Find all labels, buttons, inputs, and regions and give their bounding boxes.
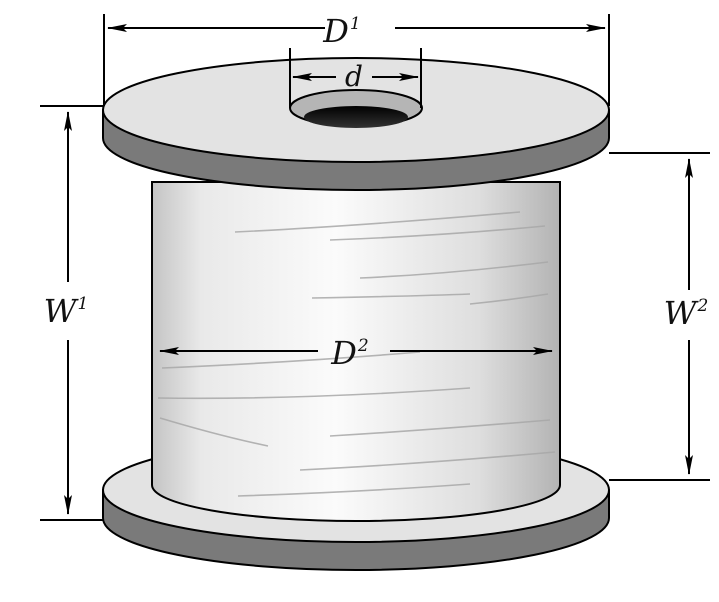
dimension-d2: D2 [159, 334, 553, 372]
center-hole [289, 89, 423, 128]
wire-barrel [151, 181, 561, 522]
wire-strands [157, 211, 556, 497]
dimension-core-d: d [292, 60, 419, 93]
dimension-w2: W2 [664, 158, 709, 475]
d2-label: D2 [330, 334, 368, 372]
dimension-d1: D1 [107, 12, 606, 50]
d1-label: D1 [322, 12, 360, 50]
w1-label: W1 [44, 292, 89, 330]
dimension-w1: W1 [44, 111, 89, 515]
w2-label: W2 [664, 294, 709, 332]
d-label: d [345, 60, 363, 93]
top-flange [102, 57, 610, 191]
extension-lines [40, 14, 710, 521]
